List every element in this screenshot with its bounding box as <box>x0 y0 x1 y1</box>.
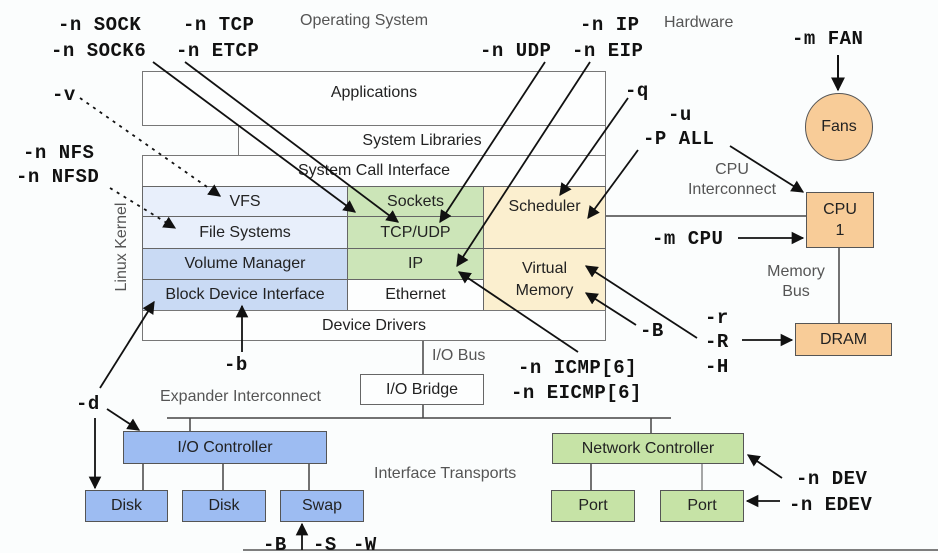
device-drivers-label: Device Drivers <box>321 316 426 334</box>
opt-B-swap: -B <box>263 534 287 553</box>
system-libraries-label: System Libraries <box>362 131 482 149</box>
network-controller-box: Network Controller <box>552 433 744 464</box>
sockets-label: Sockets <box>387 192 444 210</box>
dram-label: DRAM <box>819 330 868 348</box>
expander-interconnect-label: Expander Interconnect <box>160 388 321 405</box>
scheduler-layer: Scheduler <box>483 186 606 249</box>
cpu-label: CPU <box>823 201 857 218</box>
file-systems-label: File Systems <box>199 223 291 241</box>
opt-dev: -n DEV <box>796 468 868 490</box>
opt-d: -d <box>76 393 100 415</box>
disk-box-1: Disk <box>85 490 168 522</box>
memory-bus-label: Memory Bus <box>767 263 825 300</box>
opt-tcp: -n TCP <box>183 14 255 36</box>
block-device-interface-label: Block Device Interface <box>165 286 325 303</box>
arrow-ip-to-ip <box>456 61 591 268</box>
network-controller-label: Network Controller <box>581 439 715 457</box>
cpu-interconnect-label: CPU Interconnect <box>687 161 777 198</box>
interface-transports-label: Interface Transports <box>374 465 517 482</box>
arrow-d-to-ioc <box>106 408 141 431</box>
opt-R: -R <box>705 331 729 353</box>
ip-label: IP <box>407 255 424 272</box>
io-controller-label: I/O Controller <box>177 438 273 456</box>
arrow-R-to-vm <box>584 265 698 339</box>
opt-B-mem: -B <box>640 320 664 342</box>
file-systems-layer: File Systems <box>142 216 348 249</box>
disk-label-2: Disk <box>208 497 240 514</box>
arrow-udp-to-tcpudp <box>439 61 546 224</box>
opt-b: -b <box>224 354 248 376</box>
io-bridge-label: I/O Bridge <box>385 380 459 398</box>
port-label-2: Port <box>687 497 717 514</box>
io-bridge-box: I/O Bridge <box>360 374 484 405</box>
arrow-d-to-bdi <box>99 300 155 389</box>
opt-sock: -n SOCK <box>58 14 142 36</box>
opt-W: -W <box>353 534 377 553</box>
opt-etcp: -n ETCP <box>176 40 260 62</box>
opt-eip: -n EIP <box>572 40 644 62</box>
disk-label-1: Disk <box>110 497 143 514</box>
opt-sock6: -n SOCK6 <box>51 40 147 62</box>
arrow-tcp-to-tcpudp <box>184 61 400 223</box>
arrow-pall-to-scheduler <box>587 149 639 220</box>
opt-S: -S <box>313 534 337 553</box>
volume-manager-label: Volume Manager <box>184 255 306 272</box>
arrow-icmp-to-ip <box>457 271 579 353</box>
disk-box-2: Disk <box>182 490 266 522</box>
opt-edev: -n EDEV <box>789 494 873 516</box>
opt-q: -q <box>625 80 649 102</box>
io-bus-label: I/O Bus <box>432 347 486 364</box>
opt-udp: -n UDP <box>480 40 552 62</box>
arrow-nfs-to-fs <box>109 187 177 229</box>
opt-m-cpu: -m CPU <box>652 228 724 250</box>
arrow-B-to-vm <box>584 292 637 326</box>
opt-p-all: -P ALL <box>643 128 715 150</box>
swap-label: Swap <box>301 497 343 514</box>
opt-eicmp: -n EICMP[6] <box>511 382 642 404</box>
fans-label: Fans <box>821 118 857 135</box>
port-box-1: Port <box>551 490 635 522</box>
volume-manager-layer: Volume Manager <box>142 248 348 280</box>
cpu-number: 1 <box>835 222 845 239</box>
vfs-layer: VFS <box>142 186 348 217</box>
opt-H: -H <box>705 356 729 378</box>
virtual-memory-label: Virtual Memory <box>515 259 574 299</box>
port-label-1: Port <box>578 497 608 514</box>
fans-circle: Fans <box>805 93 873 161</box>
tcp-udp-label: TCP/UDP <box>380 223 451 241</box>
opt-icmp: -n ICMP[6] <box>518 357 638 379</box>
arrow-q-to-scheduler <box>559 97 629 197</box>
tcp-udp-layer: TCP/UDP <box>347 216 484 249</box>
arrow-pall-to-cpu <box>729 145 805 193</box>
opt-nfsd: -n NFSD <box>16 166 100 188</box>
port-box-2: Port <box>660 490 744 522</box>
swap-box: Swap <box>280 490 364 522</box>
applications-label: Applications <box>330 84 418 101</box>
arrow-v-to-vfs <box>79 97 222 197</box>
arrow-dev-to-nc <box>746 454 783 479</box>
opt-m-fan: -m FAN <box>792 28 864 50</box>
cpu-box: CPU 1 <box>806 192 874 248</box>
system-call-interface-layer: System Call Interface <box>142 155 606 187</box>
io-controller-box: I/O Controller <box>123 431 327 464</box>
opt-v: -v <box>52 84 76 106</box>
applications-layer: Applications <box>142 71 606 126</box>
hardware-header: Hardware <box>664 14 734 31</box>
system-libraries-layer: System Libraries <box>238 125 606 156</box>
arrow-sock-to-sockets <box>152 61 357 213</box>
dram-box: DRAM <box>795 323 892 356</box>
opt-r: -r <box>705 307 729 329</box>
ethernet-label: Ethernet <box>385 286 446 303</box>
opt-nfs: -n NFS <box>23 142 95 164</box>
scheduler-label: Scheduler <box>508 198 581 215</box>
vfs-label: VFS <box>229 192 261 210</box>
opt-ip: -n IP <box>580 14 640 36</box>
device-drivers-layer: Device Drivers <box>142 310 606 341</box>
opt-u: -u <box>668 104 692 126</box>
operating-system-header: Operating System <box>300 12 429 29</box>
